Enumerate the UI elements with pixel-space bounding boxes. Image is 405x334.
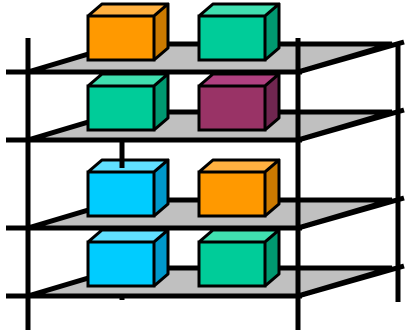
shelf-3-box-2-orange-front: [197, 170, 267, 218]
shelf-4-right-edge: [297, 263, 405, 299]
shelf-3-right-edge: [297, 195, 405, 231]
shelf-4-box-1-blue-front: [86, 240, 156, 288]
shelf-4-box-2-green-front: [197, 240, 267, 288]
shelf-2-right-edge: [297, 107, 405, 143]
shelf-1-box-1-orange-front: [86, 14, 156, 62]
shelf-2-box-1-green-front: [86, 84, 156, 132]
shelf-2-box-2-purple-side: [263, 72, 281, 132]
shelf-1-box-2-green-side: [263, 2, 281, 62]
shelf-1-right-edge: [297, 39, 405, 75]
shelf-3-box-2-orange-side: [263, 158, 281, 218]
shelf-1-box-1-orange-side: [152, 2, 170, 62]
shelf-4-box-2-green-side: [263, 228, 281, 288]
shelf-3-box-1-blue-front: [86, 170, 156, 218]
shelf-4-box-1-blue-side: [152, 228, 170, 288]
shelf-2-box-2-purple-front: [197, 84, 267, 132]
shelf-1-box-2-green-front: [197, 14, 267, 62]
shelf-2-box-1-green-side: [152, 72, 170, 132]
shelf-3-box-1-blue-side: [152, 158, 170, 218]
